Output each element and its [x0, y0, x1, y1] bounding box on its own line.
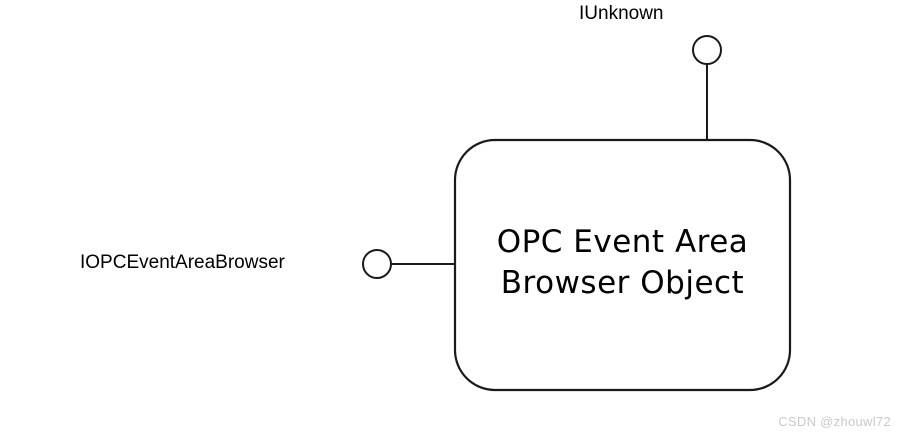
ieventareabrowser-lollipop-circle[interactable] — [362, 249, 392, 279]
iunknown-lollipop-circle[interactable] — [692, 35, 722, 65]
watermark: CSDN @zhouwl72 — [778, 414, 891, 429]
component-box[interactable] — [453, 138, 792, 392]
component-title-line-1: OPC Event Area — [496, 224, 749, 260]
component-title: OPC Event Area Browser Object — [460, 222, 785, 304]
interface-label-iunknown: IUnknown — [579, 3, 664, 24]
component-title-line-2: Browser Object — [500, 265, 745, 301]
interface-label-iopceventareabrowser: IOPCEventAreaBrowser — [80, 252, 285, 273]
